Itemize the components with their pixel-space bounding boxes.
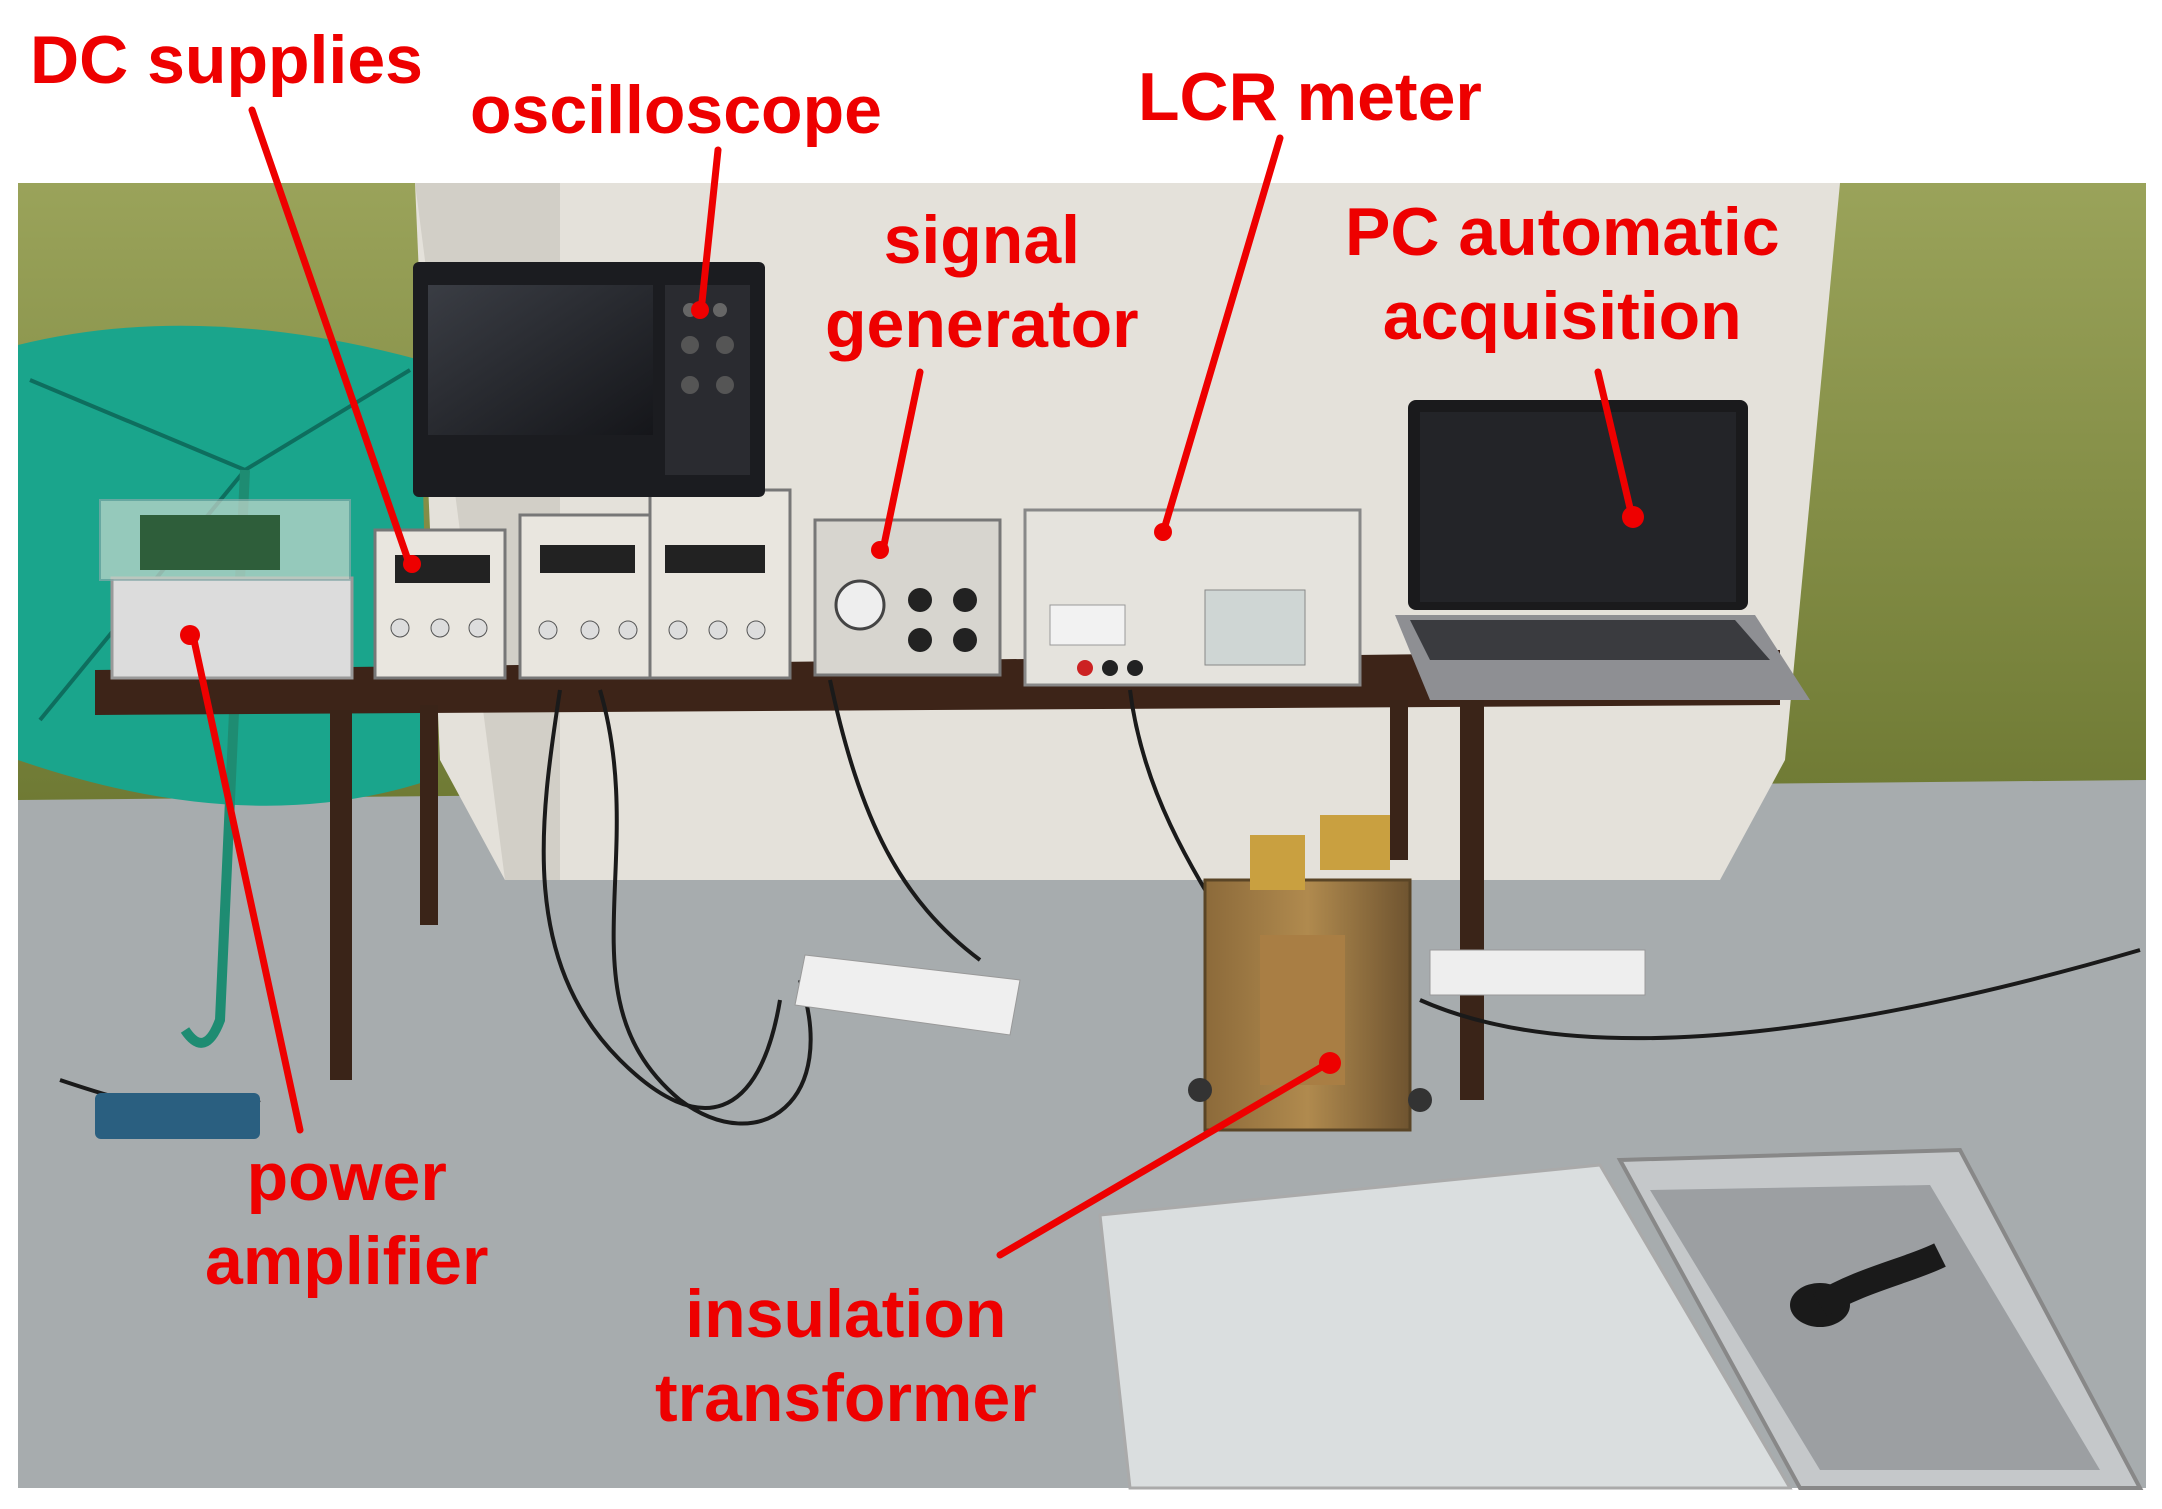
- pointer-dc-supplies: [248, 106, 412, 564]
- pointer-lines: [190, 106, 1634, 1259]
- insulation-transformer: [1188, 815, 1432, 1132]
- label-pc-acquisition: PC automatic acquisition: [1345, 190, 1780, 358]
- photo-background: [18, 183, 2146, 1488]
- label-lcr-meter: LCR meter: [1138, 55, 1482, 139]
- pointer-signal-generator: [880, 368, 924, 549]
- label-power-amplifier-line2: amplifier: [205, 1223, 489, 1299]
- label-oscilloscope-text: oscilloscope: [470, 72, 882, 148]
- pointer-power-amplifier: [190, 636, 304, 1134]
- oscilloscope: [413, 262, 765, 497]
- label-insulation-transformer-line1: insulation: [685, 1276, 1007, 1352]
- label-signal-generator-line1: signal: [883, 202, 1081, 278]
- label-oscilloscope: oscilloscope: [470, 68, 882, 152]
- dongle: [95, 1093, 260, 1139]
- power-amplifier: [99, 499, 354, 680]
- pointer-oscilloscope: [698, 146, 722, 306]
- label-pc-acquisition-line1: PC automatic: [1345, 194, 1780, 270]
- power-strips: [794, 949, 1646, 1036]
- label-signal-generator-line2: generator: [825, 286, 1139, 362]
- label-dc-supplies: DC supplies: [30, 18, 423, 102]
- laptop: [1395, 400, 1810, 700]
- label-power-amplifier-line1: power: [246, 1139, 447, 1215]
- pointer-insulation-transformer: [996, 1061, 1329, 1259]
- dc-supplies: [373, 488, 792, 680]
- label-insulation-transformer: insulation transformer: [655, 1272, 1037, 1440]
- label-pc-acquisition-line2: acquisition: [1382, 278, 1742, 354]
- signal-generator: [813, 518, 1002, 677]
- label-dc-supplies-text: DC supplies: [30, 22, 423, 98]
- label-signal-generator: signal generator: [825, 198, 1139, 366]
- label-lcr-meter-text: LCR meter: [1138, 59, 1482, 135]
- lcr-meter: [1023, 508, 1362, 687]
- label-insulation-transformer-line2: transformer: [655, 1360, 1037, 1436]
- floor-fixtures: [1098, 1147, 2144, 1490]
- pointer-lcr-meter: [1161, 134, 1284, 530]
- label-power-amplifier: power amplifier: [205, 1135, 488, 1303]
- pointer-pc-acquisition: [1594, 368, 1634, 512]
